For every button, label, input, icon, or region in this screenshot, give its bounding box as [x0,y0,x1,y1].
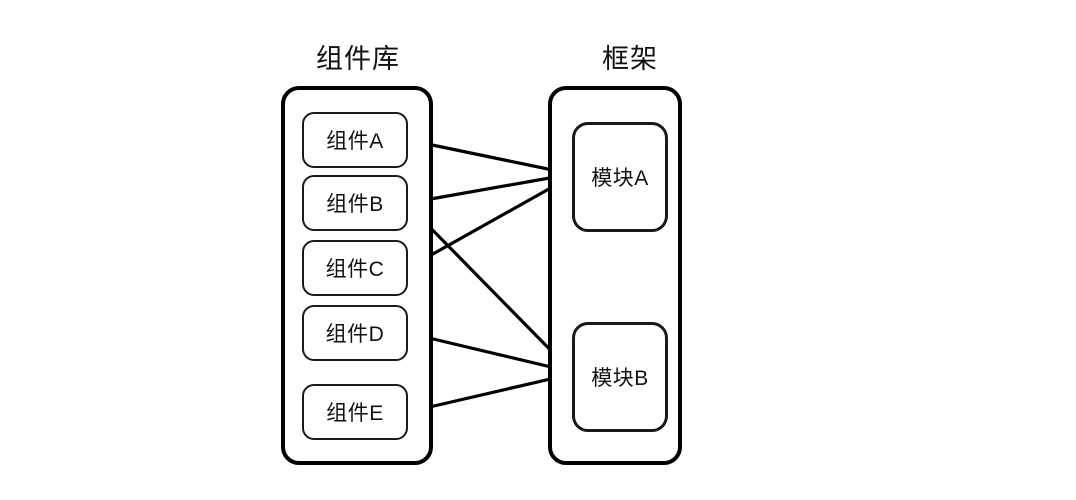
framework-group-title: 框架 [602,44,658,74]
module-node-a[interactable]: 模块A [572,122,668,232]
library-group-title: 组件库 [316,44,400,74]
component-node-a[interactable]: 组件A [302,112,408,168]
component-node-c[interactable]: 组件C [302,240,408,296]
module-node-b[interactable]: 模块B [572,322,668,432]
component-node-d[interactable]: 组件D [302,305,408,361]
component-node-b[interactable]: 组件B [302,175,408,231]
component-node-e[interactable]: 组件E [302,384,408,440]
